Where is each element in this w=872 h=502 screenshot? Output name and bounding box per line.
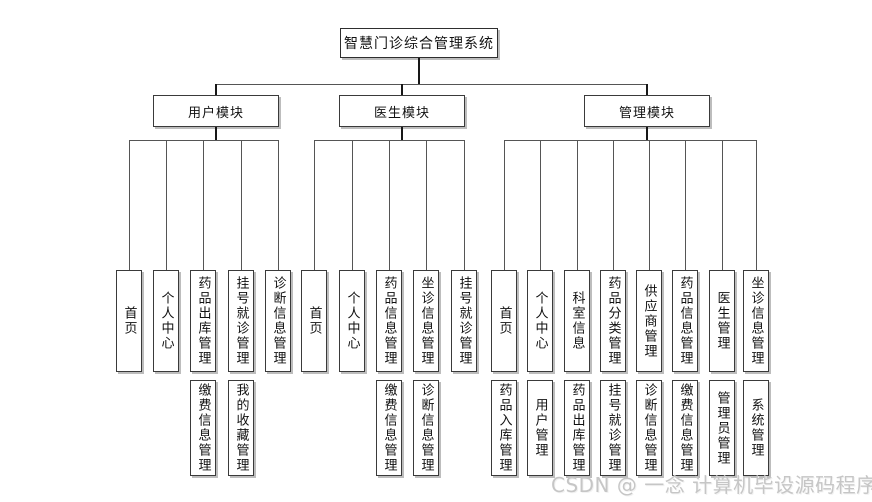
connector-drop bbox=[577, 140, 578, 270]
leaf-node: 供应商管理 bbox=[636, 270, 662, 372]
leaf-node: 缴费信息管理 bbox=[376, 380, 402, 476]
leaf-node: 缴费信息管理 bbox=[190, 380, 216, 476]
connector-module1-top-stub bbox=[215, 84, 217, 95]
connector-drop bbox=[278, 140, 279, 270]
connector-module2-top-stub bbox=[401, 84, 403, 95]
connector-module3-top-stub bbox=[646, 84, 648, 95]
leaf-node: 药品出库管理 bbox=[564, 380, 590, 476]
connector-top-horizontal bbox=[216, 84, 648, 85]
leaf-node: 诊断信息管理 bbox=[413, 380, 439, 476]
connector-module3-bottom-stub bbox=[646, 127, 648, 140]
leaf-node: 科室信息 bbox=[564, 270, 590, 372]
connector-root-stub bbox=[418, 58, 420, 84]
connector-group3-horizontal bbox=[504, 140, 756, 141]
leaf-node: 药品出库管理 bbox=[190, 270, 216, 372]
leaf-node: 坐诊信息管理 bbox=[743, 270, 769, 372]
leaf-node: 挂号就诊管理 bbox=[228, 270, 254, 372]
connector-drop bbox=[203, 140, 204, 270]
connector-drop bbox=[426, 140, 427, 270]
connector-module2-bottom-stub bbox=[401, 127, 403, 140]
root-node: 智慧门诊综合管理系统 bbox=[340, 28, 498, 58]
connector-group1-horizontal bbox=[129, 140, 279, 141]
leaf-node: 挂号就诊管理 bbox=[451, 270, 477, 372]
module-node-user: 用户模块 bbox=[153, 95, 279, 127]
leaf-node: 诊断信息管理 bbox=[265, 270, 291, 372]
connector-drop bbox=[649, 140, 650, 270]
connector-drop bbox=[504, 140, 505, 270]
connector-drop bbox=[166, 140, 167, 270]
leaf-node: 个人中心 bbox=[153, 270, 179, 372]
leaf-node: 首页 bbox=[491, 270, 517, 372]
connector-drop bbox=[129, 140, 130, 270]
connector-drop bbox=[756, 140, 757, 270]
leaf-node: 首页 bbox=[116, 270, 142, 372]
connector-drop bbox=[613, 140, 614, 270]
leaf-node: 药品信息管理 bbox=[376, 270, 402, 372]
leaf-node: 药品信息管理 bbox=[672, 270, 698, 372]
leaf-node: 我的收藏管理 bbox=[228, 380, 254, 476]
connector-drop bbox=[389, 140, 390, 270]
leaf-node: 挂号就诊管理 bbox=[600, 380, 626, 476]
leaf-node: 坐诊信息管理 bbox=[413, 270, 439, 372]
leaf-node: 缴费信息管理 bbox=[672, 380, 698, 476]
leaf-node: 个人中心 bbox=[339, 270, 365, 372]
csdn-watermark: CSDN @ 一念 计算机毕设源码程序 bbox=[551, 473, 872, 497]
leaf-node: 首页 bbox=[301, 270, 327, 372]
connector-drop bbox=[540, 140, 541, 270]
leaf-node: 药品分类管理 bbox=[600, 270, 626, 372]
leaf-node: 管理员管理 bbox=[709, 380, 735, 476]
leaf-node: 医生管理 bbox=[709, 270, 735, 372]
leaf-node: 诊断信息管理 bbox=[636, 380, 662, 476]
connector-module1-bottom-stub bbox=[215, 127, 217, 140]
connector-drop bbox=[464, 140, 465, 270]
leaf-node: 系统管理 bbox=[743, 380, 769, 476]
connector-drop bbox=[352, 140, 353, 270]
connector-drop bbox=[314, 140, 315, 270]
module-node-doctor: 医生模块 bbox=[339, 95, 465, 127]
leaf-node: 个人中心 bbox=[527, 270, 553, 372]
leaf-node: 用户管理 bbox=[527, 380, 553, 476]
connector-drop bbox=[722, 140, 723, 270]
module-node-admin: 管理模块 bbox=[584, 95, 710, 127]
leaf-node: 药品入库管理 bbox=[491, 380, 517, 476]
connector-drop bbox=[685, 140, 686, 270]
connector-drop bbox=[241, 140, 242, 270]
